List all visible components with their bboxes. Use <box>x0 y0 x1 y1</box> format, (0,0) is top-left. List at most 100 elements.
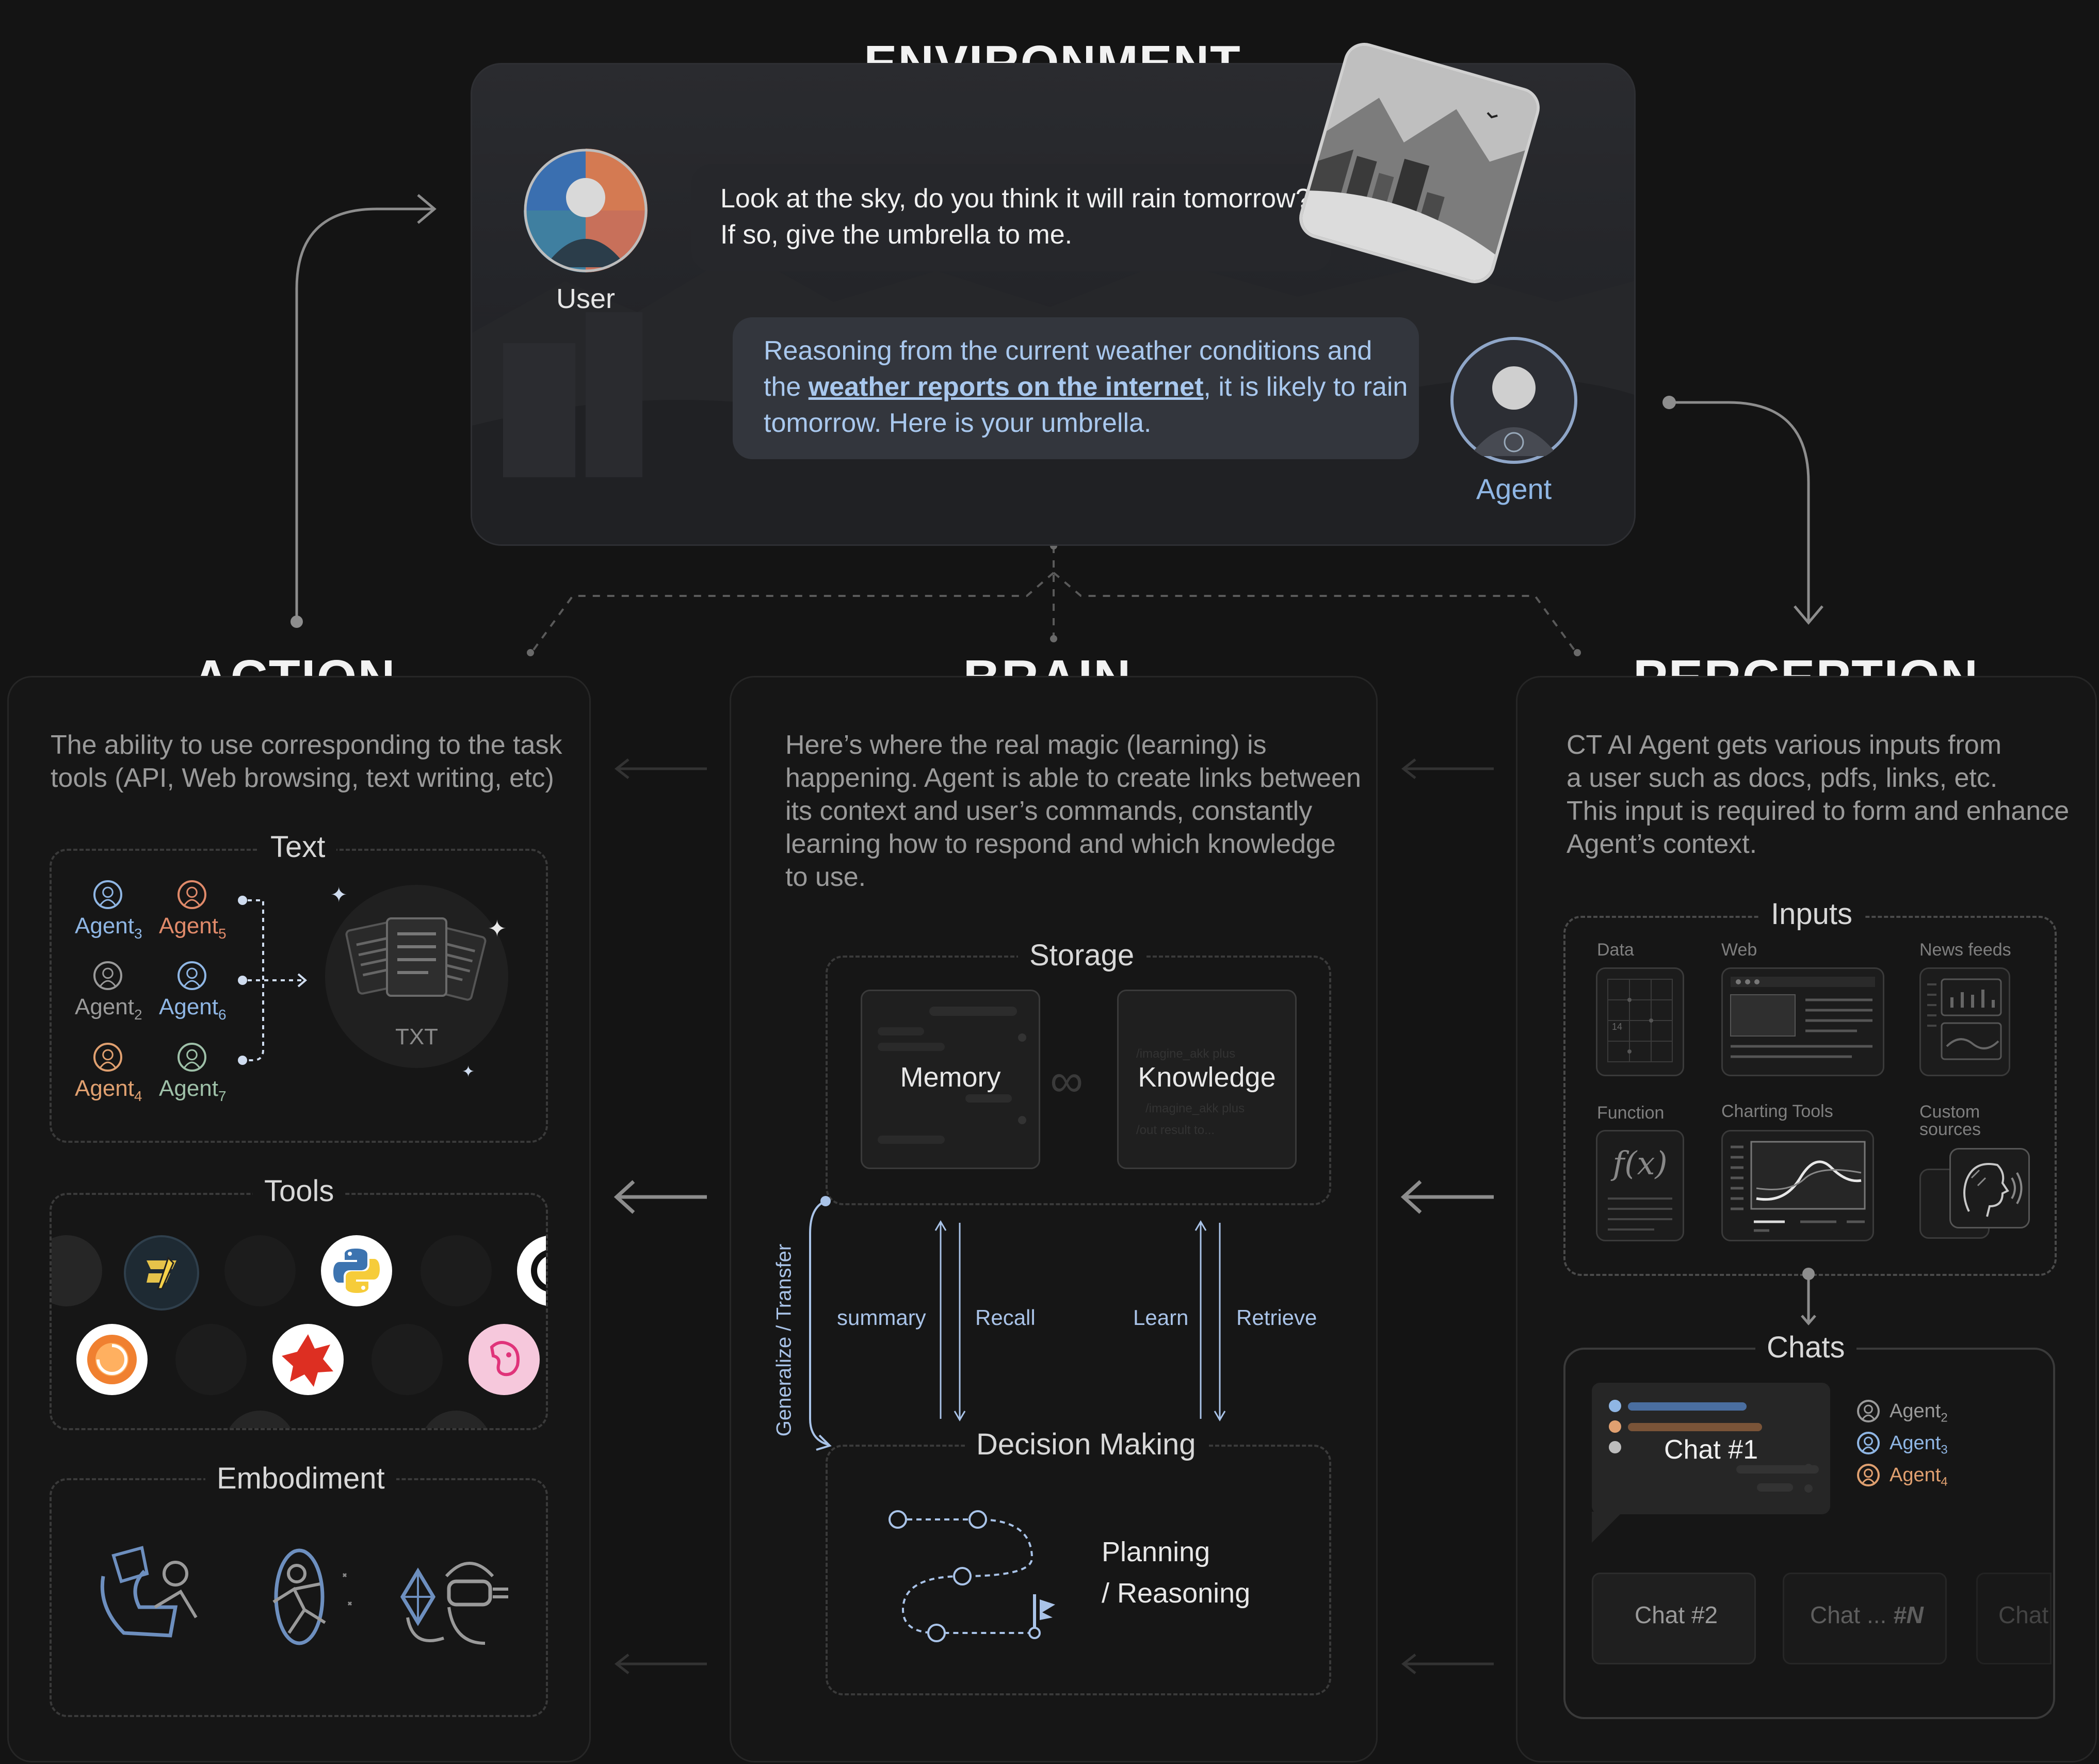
chat-faded-card: Chat <box>1976 1573 2052 1664</box>
ethena-tool-icon[interactable] <box>124 1235 199 1310</box>
environment-to-perception-dashed <box>1053 572 1577 654</box>
brain-panel <box>730 676 1378 1762</box>
perception-description: CT AI Agent gets various inputs from a u… <box>1567 729 2088 861</box>
infinity-icon: ∞ <box>1050 1055 1084 1107</box>
user-label: User <box>556 283 615 314</box>
tool-placeholder-circle <box>421 1235 492 1306</box>
planning-line1: Planning <box>1102 1536 1210 1567</box>
user-message-line2: If so, give the umbrella to me. <box>720 220 1073 250</box>
knowledge-label: Knowledge <box>1138 1062 1276 1093</box>
user-message-bubble: Look at the sky, do you think it will ra… <box>691 164 1331 271</box>
decision-making-label: Decision Making <box>965 1427 1207 1462</box>
agent-subscript: 4 <box>134 1088 142 1104</box>
data-input-card[interactable]: 14 <box>1596 967 1684 1076</box>
agent-message-part2a: the <box>764 372 809 402</box>
agent-name-text: Agent <box>75 913 134 938</box>
agent-name-text: Agent <box>1890 1464 1941 1486</box>
chat-1-tail <box>1592 1512 1623 1543</box>
agent-subscript: 5 <box>218 925 227 942</box>
tools-box <box>50 1193 548 1430</box>
agent-name: Agent4 <box>1890 1464 1948 1490</box>
news-feed-icon <box>1927 978 2002 1060</box>
agent-name: Agent4 <box>75 1076 142 1105</box>
openai-tool-icon[interactable] <box>517 1235 546 1306</box>
function-glyph: f(x) <box>1612 1144 1668 1182</box>
web-input-label: Web <box>1721 940 1757 960</box>
knowledge-card[interactable]: /imagine_akk plus Knowledge /imagine_akk… <box>1117 990 1297 1169</box>
robot-vehicle-icon <box>100 1546 198 1638</box>
agent-message-part2b: , it is likely to rain <box>1203 372 1408 402</box>
environment-to-perception-line <box>1669 401 1810 622</box>
vr-headset-icon <box>400 1562 508 1645</box>
storage-box-label: Storage <box>1018 938 1146 973</box>
python-tool-icon[interactable] <box>321 1235 392 1306</box>
agent-name-text: Agent <box>159 913 218 938</box>
chat-2-card[interactable]: Chat #2 <box>1592 1573 1756 1664</box>
news-feeds-input-card[interactable] <box>1919 967 2010 1076</box>
tool-placeholder-circle <box>421 1411 492 1428</box>
agent-label: Agent <box>1476 473 1552 505</box>
agent-name-text: Agent <box>1890 1400 1941 1422</box>
perception-description-line3: This input is required to form and enhan… <box>1567 796 2070 826</box>
agent-subscript: 3 <box>1941 1443 1948 1457</box>
environment-to-perception-arrowhead <box>1794 605 1823 625</box>
agent-avatar-icon <box>177 1043 206 1072</box>
memory-card[interactable]: Memory <box>861 990 1040 1169</box>
agent-avatar-icon <box>93 1043 122 1072</box>
agent-name-text: Agent <box>159 994 218 1019</box>
perception-description-line1: CT AI Agent gets various inputs from <box>1567 730 2002 760</box>
inputs-box-label: Inputs <box>1759 897 1864 931</box>
brain-flow-lines <box>809 1196 1226 1451</box>
embodiment-icons <box>100 1546 508 1645</box>
tool-placeholder-circle <box>52 1235 102 1306</box>
data-input-label: Data <box>1597 940 1634 960</box>
agent-name-text: Agent <box>75 994 134 1019</box>
data-cell-text: 14 <box>1612 1022 1623 1032</box>
planning-line2: / Reasoning <box>1102 1578 1251 1609</box>
agent-subscript: 6 <box>218 1006 227 1023</box>
agent-name: Agent2 <box>1890 1400 1948 1426</box>
knowledge-faded-line1: /imagine_akk plus <box>1136 1047 1236 1061</box>
agent-subscript: 2 <box>134 1006 142 1023</box>
chat-1-label: Chat #1 <box>1664 1435 1758 1465</box>
chat-1-card[interactable]: Chat #1 <box>1592 1383 1830 1514</box>
agent-name: Agent3 <box>1890 1432 1948 1458</box>
retrieve-label: Retrieve <box>1236 1305 1317 1330</box>
uniswap-tool-icon[interactable] <box>469 1324 540 1395</box>
agent-message-bubble: Reasoning from the current weather condi… <box>733 317 1419 459</box>
planning-path-icon <box>889 1510 1055 1642</box>
brain-description-line5: to use. <box>785 862 866 892</box>
action-description-line2: tools (API, Web browsing, text writing, … <box>51 763 554 793</box>
brain-description: Here’s where the real magic (learning) i… <box>785 729 1363 894</box>
agent-message-link[interactable]: weather reports on the internet <box>808 372 1204 402</box>
tool-placeholder-circle <box>372 1324 443 1395</box>
action-line-dot <box>290 616 303 628</box>
chats-box-label: Chats <box>1755 1330 1856 1365</box>
function-input-card[interactable]: f(x) <box>1596 1130 1684 1241</box>
user-avatar <box>524 149 648 272</box>
action-description-line1: The ability to use corresponding to the … <box>51 730 562 760</box>
agent-message-line3: tomorrow. Here is your umbrella. <box>764 408 1152 438</box>
sparkle-icon: ✦ <box>488 916 507 942</box>
tool-placeholder-circle <box>175 1324 247 1395</box>
inputs-to-chats-arrow <box>1801 1268 1816 1325</box>
chat-n-suffix: #N <box>1893 1601 1924 1628</box>
txt-label: TXT <box>395 1024 439 1049</box>
web-input-card[interactable] <box>1721 967 1884 1076</box>
data-grid-icon <box>1607 979 1673 1062</box>
custom-sources-input-card[interactable] <box>1949 1148 2030 1228</box>
agent-subscript: 2 <box>1941 1411 1948 1425</box>
chart-curve-icon <box>1731 1141 1866 1232</box>
user-message-line1: Look at the sky, do you think it will ra… <box>720 184 1311 214</box>
text-agents-connector <box>238 896 308 1065</box>
function-input-label: Function <box>1597 1103 1665 1123</box>
agent-subscript: 3 <box>134 925 142 942</box>
planning-label: Planning / Reasoning <box>1102 1531 1250 1614</box>
custom-sources-input-label: Custom sources <box>1919 1102 1981 1139</box>
charting-tools-input-card[interactable] <box>1721 1130 1874 1241</box>
chat-faded-label: Chat <box>1998 1601 2049 1628</box>
firefox-style-tool-icon[interactable] <box>76 1324 148 1395</box>
chat-n-card[interactable]: Chat ... #N <box>1783 1573 1947 1664</box>
wolfram-tool-icon[interactable] <box>272 1324 344 1395</box>
web-page-icon <box>1730 977 1875 1058</box>
